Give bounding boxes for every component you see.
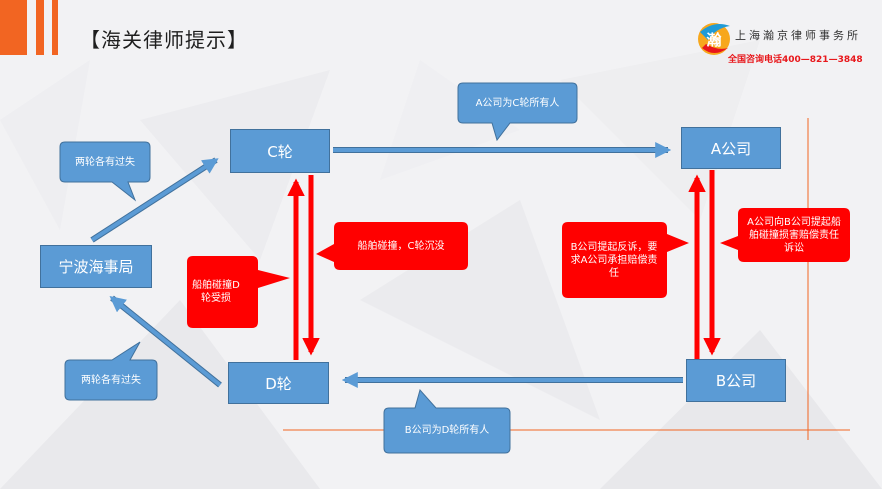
callout-collision-c-sunk-shape (316, 222, 468, 270)
arrow-ningbo-to-c (90, 157, 219, 243)
node-b-company: B公司 (686, 359, 786, 402)
callout-both-fault-top-shape (59, 141, 151, 202)
callout-both-fault-bottom-shape (64, 341, 158, 401)
logo-char: 瀚 (706, 31, 721, 49)
callout-collision-d-damaged-shape (187, 256, 290, 328)
firm-name: 上海瀚京律师事务所 (735, 29, 861, 42)
callout-both-fault-bottom: 两轮各有过失 (81, 374, 141, 386)
node-d-ship: D轮 (228, 362, 329, 404)
callout-a-sues-b-shape (720, 208, 850, 262)
arrow-d-to-ningbo (109, 295, 222, 388)
firm-phone: 全国咨询电话400—821—3848 (728, 55, 863, 65)
callout-collision-c-sunk: 船舶碰撞，C轮沉没 (357, 240, 445, 252)
title-accent-bars (0, 0, 58, 55)
callout-a-owns-c: A公司为C轮所有人 (475, 97, 560, 109)
node-c-ship: C轮 (230, 129, 330, 173)
callout-b-counterclaim-shape (562, 222, 689, 298)
callout-b-owns-d-shape (383, 388, 511, 454)
callout-b-owns-d: B公司为D轮所有人 (404, 425, 490, 436)
callout-collision-d-damaged: 船舶碰撞D轮受损 (192, 280, 240, 304)
node-ningbo-maritime-bureau: 宁波海事局 (40, 245, 152, 288)
callout-a-sues-b: A公司向B公司提起船舶碰撞损害赔偿责任诉讼 (747, 216, 841, 254)
logo-emblem-icon: 瀚 (698, 23, 730, 55)
firm-logo: 瀚 上海瀚京律师事务所 全国咨询电话400—821—3848 (694, 18, 874, 68)
callout-a-owns-c-shape (457, 82, 578, 142)
callout-b-counterclaim: B公司提起反诉，要求A公司承担赔偿责任 (570, 241, 658, 279)
page-title: 【海关律师提示】 (80, 28, 248, 52)
callout-both-fault-top: 两轮各有过失 (75, 156, 135, 168)
node-a-company: A公司 (681, 127, 781, 169)
